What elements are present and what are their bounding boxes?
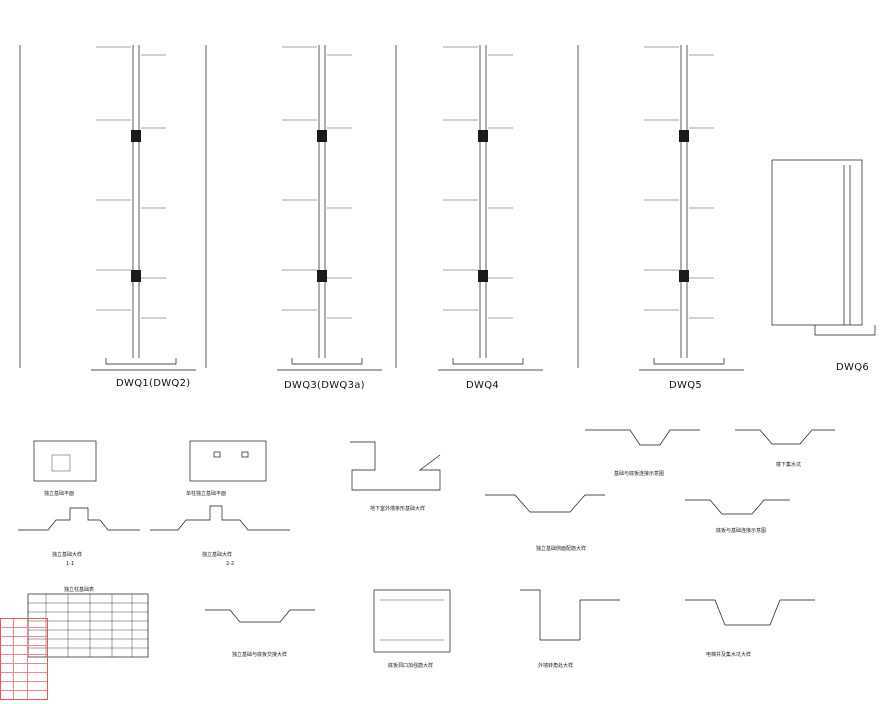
wall-label-dwq4: DWQ4 bbox=[466, 380, 500, 391]
caption-isolated-footing-plan: 独立基础平面 bbox=[44, 491, 75, 497]
isolated-footing-plan-outline bbox=[33, 440, 97, 482]
column-footing-opening bbox=[241, 451, 249, 458]
caption-wall-corner: 外墙转角处大样 bbox=[538, 663, 574, 669]
footing-section-2-2 bbox=[150, 505, 290, 531]
slab-opening-outline bbox=[373, 589, 451, 653]
caption-section-1-1: 1-1 bbox=[66, 561, 75, 567]
footing-outline-dwq5 bbox=[653, 358, 725, 365]
caption-section-2-2: 2-2 bbox=[226, 561, 235, 567]
footing-section-1-1 bbox=[18, 507, 140, 531]
slab-joint-dwq3 bbox=[317, 130, 327, 142]
approval-stamp bbox=[0, 618, 48, 700]
slab-joint-dwq4 bbox=[478, 130, 488, 142]
footing-side-rebar-detail bbox=[485, 494, 605, 513]
caption-footing-slab-junction: 独立基础与底板交接大样 bbox=[232, 652, 288, 658]
wall-label-dwq3: DWQ3(DWQ3a) bbox=[284, 380, 365, 391]
slab-joint-dwq5 bbox=[679, 130, 689, 142]
wall-label-dwq6: DWQ6 bbox=[836, 362, 870, 373]
footing-outline-dwq4 bbox=[452, 358, 524, 365]
slab-joint-dwq1 bbox=[131, 270, 141, 282]
footing-table-frame bbox=[27, 593, 149, 658]
basement-wall-strip-detail bbox=[350, 441, 441, 491]
caption-column-footing-plan: 单柱独立基础平面 bbox=[186, 491, 227, 497]
footing-outline-dwq3 bbox=[291, 358, 363, 365]
slab-joint-dwq3 bbox=[317, 270, 327, 282]
column-footing-plan-outline bbox=[189, 440, 267, 482]
caption-slab-footing-connection: 底板与基础连接示意图 bbox=[716, 528, 767, 534]
footing-outline-dwq6 bbox=[814, 325, 876, 336]
caption-footing-slab-connection: 基础与底板连接示意图 bbox=[614, 471, 665, 477]
footing-outline-dwq1 bbox=[105, 358, 177, 365]
sump-pit-detail bbox=[735, 429, 835, 445]
footing-table-title: 独立柱基础表 bbox=[64, 587, 95, 593]
footing-slab-junction-detail bbox=[205, 609, 315, 623]
wall-corner-detail bbox=[520, 589, 620, 641]
elevator-pit-detail bbox=[685, 599, 815, 626]
caption-sump-pit: 楼下集水坑 bbox=[776, 462, 802, 468]
slab-joint-dwq5 bbox=[679, 270, 689, 282]
caption-basement-wall-strip: 地下室外墙条形基础大样 bbox=[370, 506, 426, 512]
slab-joint-dwq4 bbox=[478, 270, 488, 282]
slab-footing-connection-detail bbox=[685, 499, 790, 515]
wall-label-dwq5: DWQ5 bbox=[669, 380, 703, 391]
wall-label-dwq1: DWQ1(DWQ2) bbox=[116, 378, 191, 389]
caption-footing-detail-1: 独立基础大样 bbox=[52, 552, 83, 558]
caption-elevator-pit: 电梯井及集水坑大样 bbox=[706, 652, 752, 658]
slab-joint-dwq1 bbox=[131, 130, 141, 142]
caption-footing-detail-2: 独立基础大样 bbox=[202, 552, 233, 558]
caption-slab-opening-rebar: 底板洞口加强筋大样 bbox=[388, 663, 434, 669]
wall-frame-dwq6 bbox=[771, 159, 863, 326]
isolated-footing-hatch bbox=[51, 454, 71, 472]
caption-footing-side-rebar: 独立基础侧面配筋大样 bbox=[536, 546, 587, 552]
footing-slab-connection-detail bbox=[585, 429, 700, 446]
column-footing-opening bbox=[213, 451, 221, 458]
